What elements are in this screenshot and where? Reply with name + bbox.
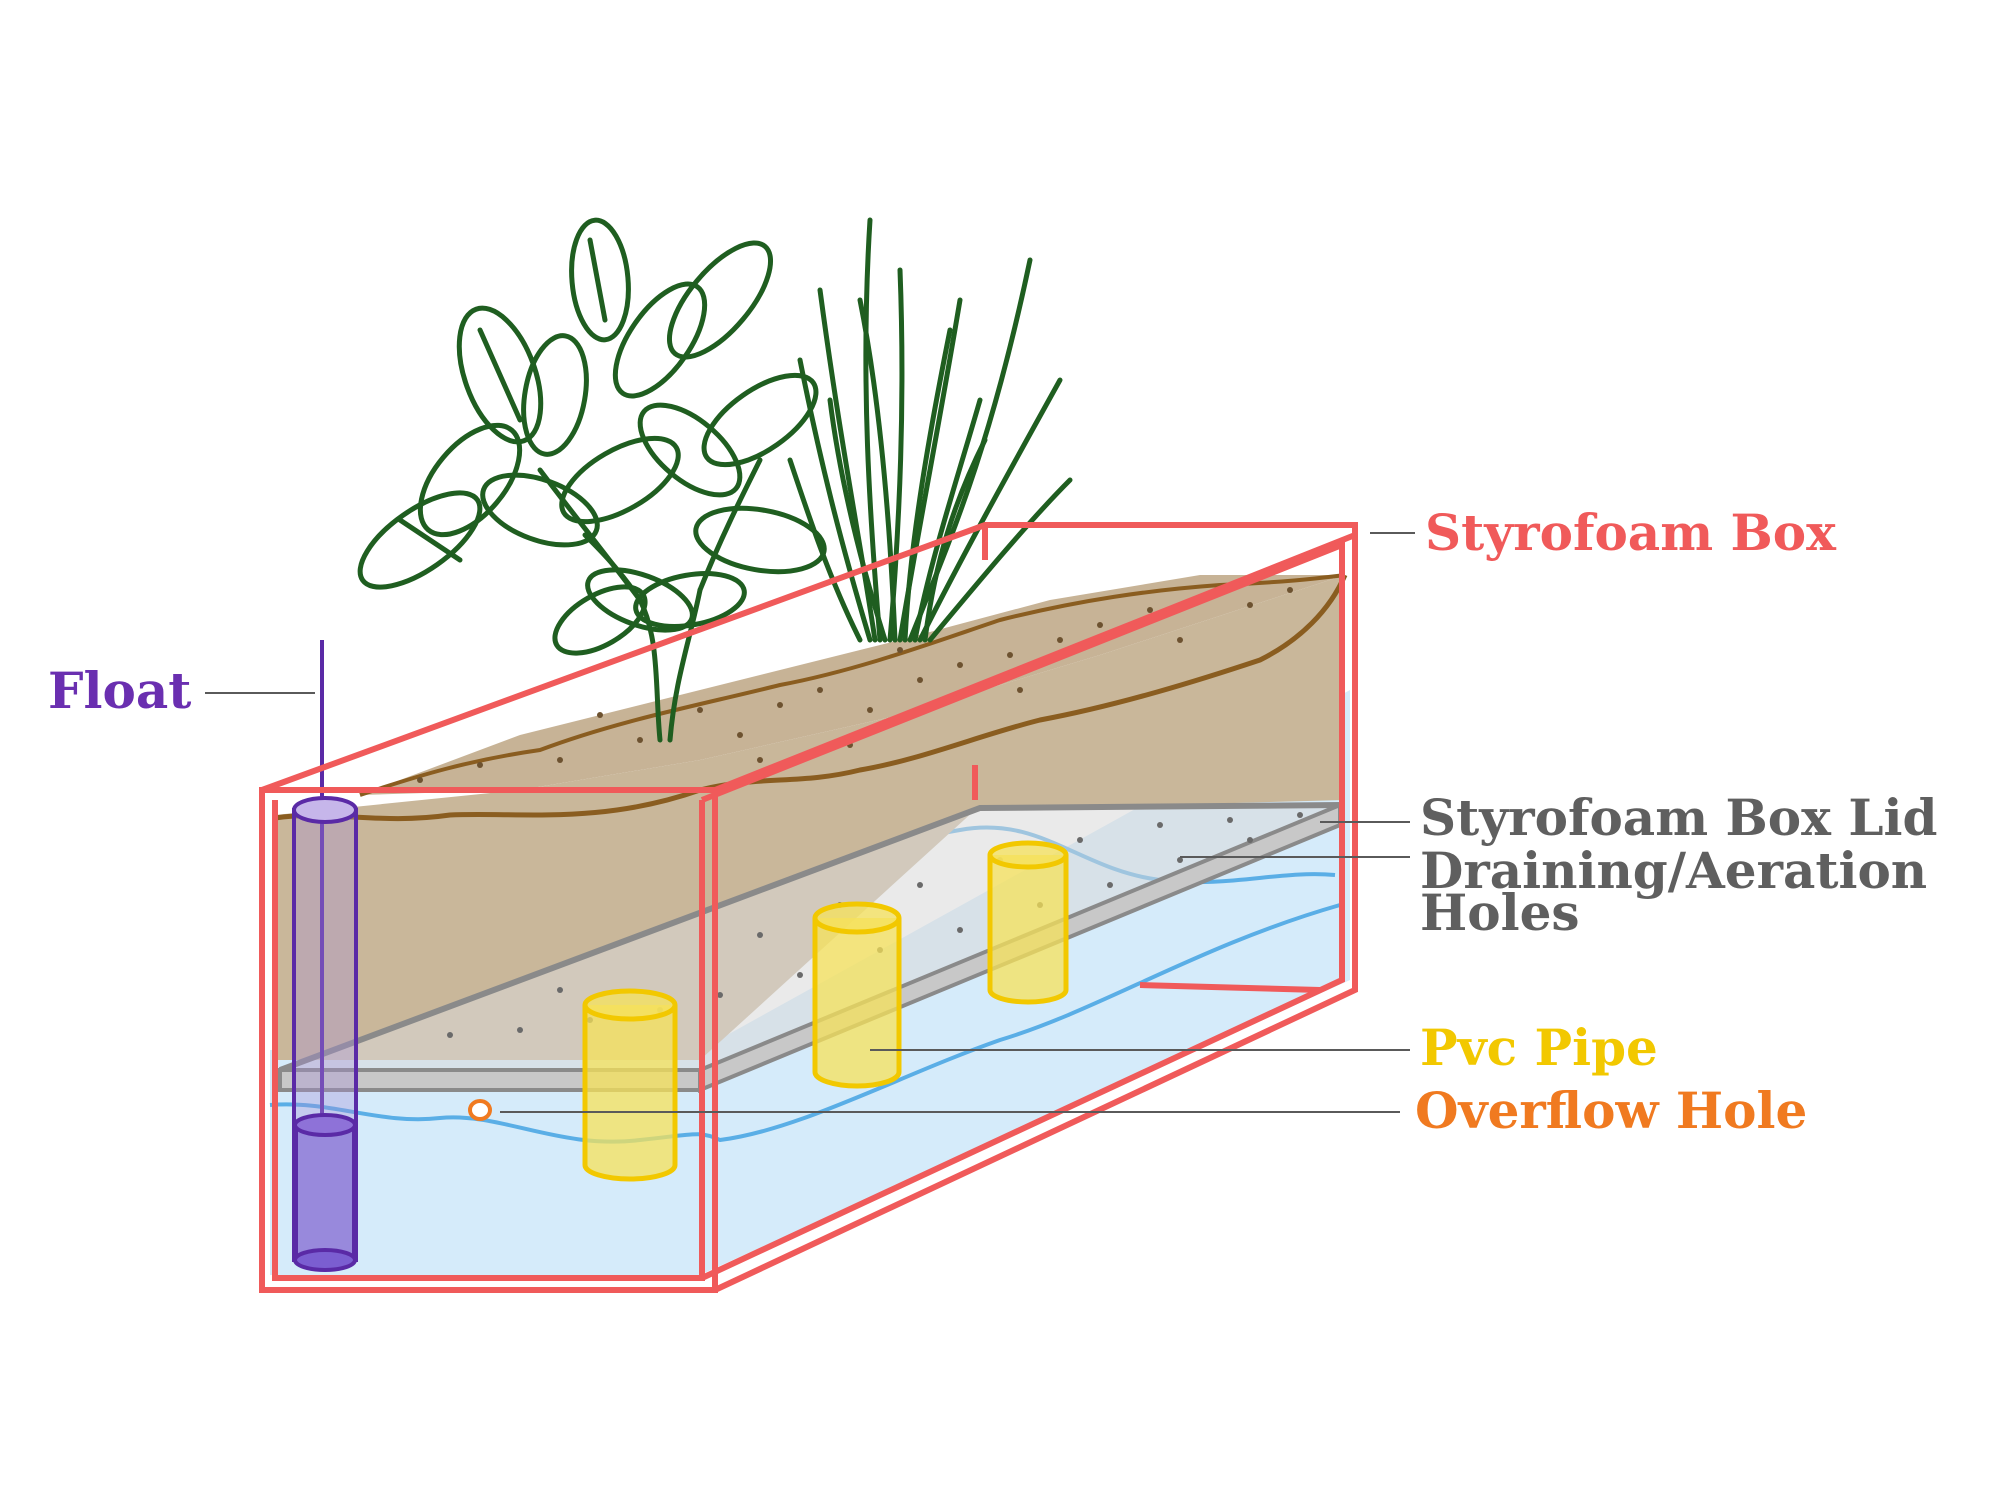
label-styrofoam-box: Styrofoam Box	[1425, 503, 1837, 562]
pvc-pipes	[582, 840, 1069, 1182]
soil	[274, 573, 1348, 1060]
label-float: Float	[48, 661, 191, 720]
styrofoam-box	[259, 522, 1358, 1293]
label-styrofoam-box-lid: Styrofoam Box Lid	[1420, 788, 1937, 847]
label-overflow-hole: Overflow Hole	[1415, 1081, 1807, 1140]
overflow-hole	[468, 1099, 492, 1121]
label-draining-aeration-holes-line2: Holes	[1420, 883, 1580, 942]
label-draining-aeration-holes-line1: Draining/Aeration	[1420, 841, 1927, 900]
leader-lines	[205, 532, 1415, 1113]
pvc-pipe-1	[582, 988, 678, 1182]
pvc-pipe-3	[987, 840, 1069, 1005]
pvc-pipe-2	[812, 901, 902, 1089]
basil-plant-icon	[357, 217, 827, 743]
label-pvc-pipe: Pvc Pipe	[1420, 1018, 1658, 1077]
grass-plant-icon	[787, 217, 1073, 643]
float	[292, 640, 358, 1272]
